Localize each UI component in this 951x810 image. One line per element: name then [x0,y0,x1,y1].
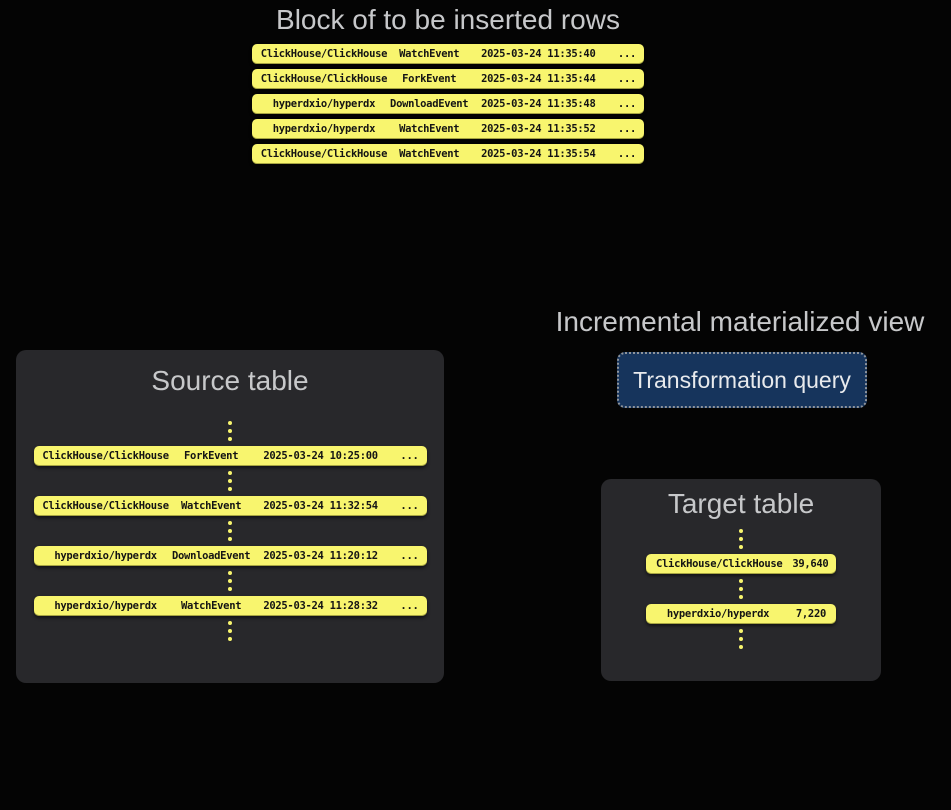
timestamp-cell: 2025-03-24 10:25:00 [263,450,378,462]
event-cell: ForkEvent [184,450,239,462]
event-cell: ForkEvent [402,73,457,85]
vertical-ellipsis [228,421,232,441]
timestamp-cell: 2025-03-24 11:32:54 [263,500,378,512]
vertical-ellipsis [739,579,743,599]
event-cell: WatchEvent [399,123,460,135]
repo-cell: hyperdxio/hyperdx [54,600,157,612]
vertical-ellipsis [739,629,743,649]
event-cell: WatchEvent [399,48,460,60]
repo-cell: ClickHouse/ClickHouse [260,48,388,60]
event-cell: WatchEvent [181,500,242,512]
table-row: ClickHouse/ClickHouse 39,640 [646,554,836,574]
timestamp-cell: 2025-03-24 11:35:44 [481,73,596,85]
event-cell: DownloadEvent [390,98,469,110]
count-cell: 39,640 [792,558,829,570]
vertical-ellipsis [228,471,232,491]
source-table-rows: ClickHouse/ClickHouse ForkEvent 2025-03-… [16,421,444,641]
count-cell: 7,220 [795,608,826,620]
ellipsis-cell: ... [617,123,636,135]
transformation-query-button[interactable]: Transformation query [617,352,867,408]
table-row: ClickHouse/ClickHouse ForkEvent 2025-03-… [252,69,644,89]
repo-cell: ClickHouse/ClickHouse [42,500,169,512]
table-row: ClickHouse/ClickHouse WatchEvent 2025-03… [252,144,644,164]
repo-cell: ClickHouse/ClickHouse [260,73,388,85]
timestamp-cell: 2025-03-24 11:35:52 [481,123,596,135]
ellipsis-cell: ... [617,48,636,60]
table-row: hyperdxio/hyperdx WatchEvent 2025-03-24 … [252,119,644,139]
target-table-panel: Target table ClickHouse/ClickHouse 39,64… [601,479,881,681]
event-cell: DownloadEvent [172,550,251,562]
repo-cell: hyperdxio/hyperdx [272,98,376,110]
ellipsis-cell: ... [617,98,636,110]
table-row: hyperdxio/hyperdx 7,220 [646,604,836,624]
timestamp-cell: 2025-03-24 11:35:54 [481,148,596,160]
insert-block-rows: ClickHouse/ClickHouse WatchEvent 2025-03… [252,44,644,164]
target-table-rows: ClickHouse/ClickHouse 39,640 hyperdxio/h… [601,529,881,649]
materialized-view-title: Incremental materialized view [555,306,925,337]
timestamp-cell: 2025-03-24 11:20:12 [263,550,378,562]
vertical-ellipsis [228,571,232,591]
repo-cell: ClickHouse/ClickHouse [656,558,783,570]
source-table-panel: Source table ClickHouse/ClickHouse ForkE… [16,350,444,683]
event-cell: WatchEvent [399,148,460,160]
repo-cell: ClickHouse/ClickHouse [42,450,169,462]
ellipsis-cell: ... [400,500,419,512]
table-row: ClickHouse/ClickHouse ForkEvent 2025-03-… [33,446,427,466]
table-row: ClickHouse/ClickHouse WatchEvent 2025-03… [33,496,427,516]
ellipsis-cell: ... [400,450,419,462]
repo-cell: ClickHouse/ClickHouse [260,148,388,160]
repo-cell: hyperdxio/hyperdx [272,123,376,135]
table-row: ClickHouse/ClickHouse WatchEvent 2025-03… [252,44,644,64]
ellipsis-cell: ... [617,73,636,85]
insert-block-title: Block of to be inserted rows [276,4,620,35]
repo-cell: hyperdxio/hyperdx [54,550,157,562]
source-table-title: Source table [151,365,309,396]
table-row: hyperdxio/hyperdx WatchEvent 2025-03-24 … [33,596,427,616]
table-row: hyperdxio/hyperdx DownloadEvent 2025-03-… [252,94,644,114]
vertical-ellipsis [228,621,232,641]
repo-cell: hyperdxio/hyperdx [666,608,770,620]
timestamp-cell: 2025-03-24 11:35:40 [481,48,596,60]
event-cell: WatchEvent [181,600,242,612]
table-row: hyperdxio/hyperdx DownloadEvent 2025-03-… [33,546,427,566]
insert-block: Block of to be inserted rows ClickHouse/… [252,4,644,164]
timestamp-cell: 2025-03-24 11:28:32 [263,600,378,612]
vertical-ellipsis [228,521,232,541]
vertical-ellipsis [739,529,743,549]
target-table-title: Target table [667,488,815,519]
ellipsis-cell: ... [617,148,636,160]
ellipsis-cell: ... [400,550,419,562]
timestamp-cell: 2025-03-24 11:35:48 [481,98,596,110]
ellipsis-cell: ... [400,600,419,612]
